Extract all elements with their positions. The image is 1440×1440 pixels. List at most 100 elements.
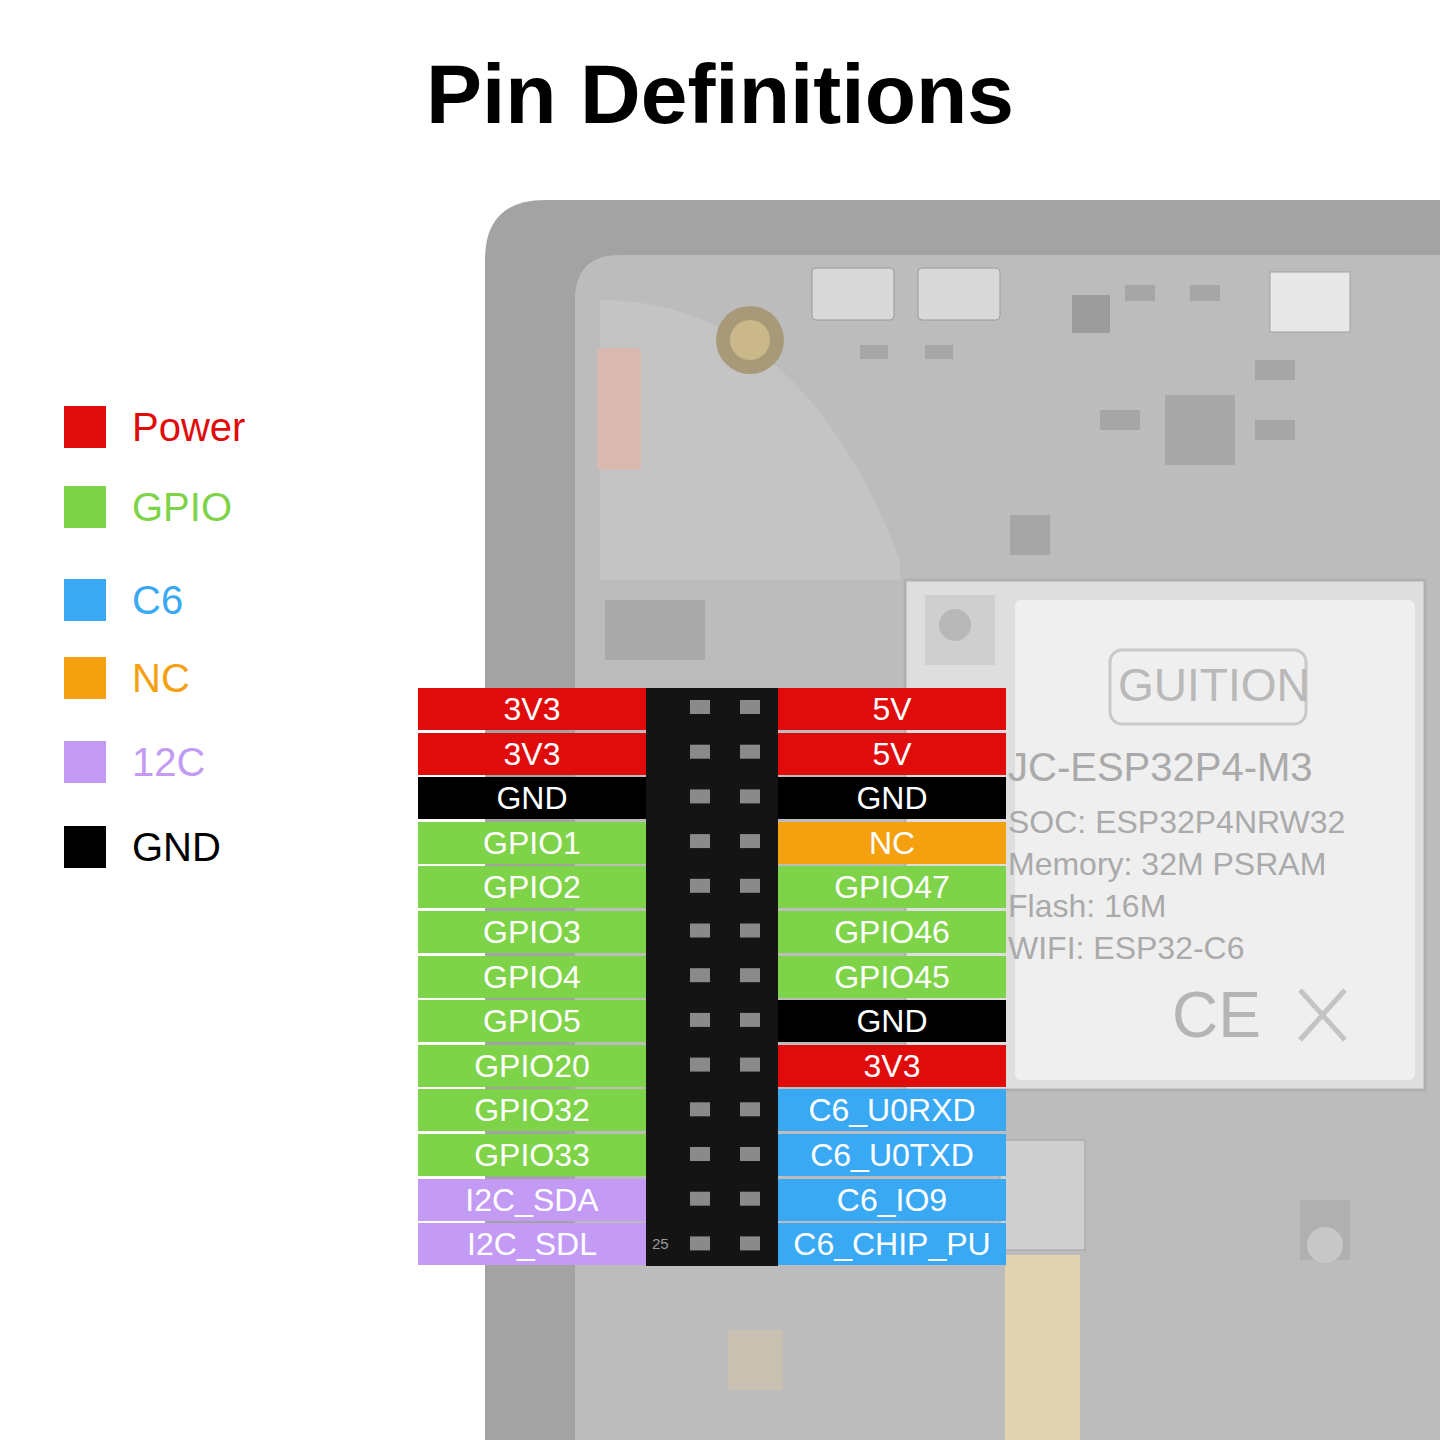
resistor-symbol [1125, 285, 1155, 301]
module-marking: GUITION [1118, 660, 1298, 711]
pin-box: 3V3 [778, 1045, 1006, 1087]
pin-box: GPIO33 [418, 1134, 646, 1176]
header-pin [740, 789, 760, 803]
pin-box: GPIO2 [418, 866, 646, 908]
pin-box: I2C_SDL [418, 1223, 646, 1265]
pin-name: GPIO3 [483, 916, 581, 948]
legend-swatch [64, 657, 106, 699]
legend-swatch [64, 579, 106, 621]
pin-name: C6_U0RXD [808, 1094, 975, 1126]
fpc-cable [1005, 1255, 1080, 1440]
pin-name: GPIO5 [483, 1005, 581, 1037]
potentiometer [1307, 1227, 1343, 1263]
header-pin [740, 968, 760, 982]
legend-text: GND [132, 825, 221, 870]
fpc-connector [1000, 1140, 1085, 1250]
pin-name: I2C_SDA [465, 1184, 598, 1216]
legend-item: GND [64, 826, 221, 868]
connector [1270, 272, 1350, 332]
pin-name: 5V [872, 693, 911, 725]
pin-name: 3V3 [864, 1050, 921, 1082]
module-marking: WIFI: ESP32-C6 [1008, 931, 1245, 966]
legend-item: Power [64, 406, 245, 448]
pin-name: GPIO45 [834, 961, 950, 993]
legend-text: C6 [132, 578, 183, 623]
header-pin [690, 789, 710, 803]
pin-box: GND [418, 777, 646, 819]
chip [1010, 515, 1050, 555]
pcb [575, 255, 1440, 1440]
pin-name: GND [856, 782, 927, 814]
pin-box: 5V [778, 688, 1006, 730]
module-marking: Memory: 32M PSRAM [1008, 847, 1326, 882]
pin-name: GPIO2 [483, 871, 581, 903]
pin-name: GPIO33 [474, 1139, 590, 1171]
header-pin [740, 700, 760, 714]
weee-symbol [1300, 990, 1345, 1040]
legend-swatch [64, 486, 106, 528]
pin-box: C6_CHIP_PU [778, 1223, 1006, 1265]
microphone [1072, 295, 1110, 333]
pin-box: 5V [778, 733, 1006, 775]
resistor-symbol [1190, 285, 1220, 301]
screw [716, 306, 784, 374]
screw-head [730, 320, 770, 360]
header-pin [690, 1013, 710, 1027]
inductor [728, 1330, 783, 1390]
pin-name: GPIO46 [834, 916, 950, 948]
header-pin [690, 1058, 710, 1072]
pin-name: C6_CHIP_PU [793, 1228, 990, 1260]
pin-box: C6_IO9 [778, 1179, 1006, 1221]
legend-swatch [64, 406, 106, 448]
legend-item: GPIO [64, 486, 232, 528]
pin-name: GND [856, 1005, 927, 1037]
pin-name: I2C_SDL [467, 1228, 597, 1260]
pin-box: 3V3 [418, 733, 646, 775]
header-pin [690, 1192, 710, 1206]
connector [605, 600, 705, 660]
pin-name: GPIO20 [474, 1050, 590, 1082]
antenna-chip [597, 348, 641, 470]
header-pin [690, 924, 710, 938]
pin-name: GND [496, 782, 567, 814]
legend-swatch [64, 826, 106, 868]
capacitor-symbol [1255, 420, 1295, 440]
legend-swatch [64, 741, 106, 783]
header-pin [740, 1147, 760, 1161]
resistor-symbol [860, 345, 888, 359]
title: Pin Definitions [0, 44, 1440, 144]
pin-name: GPIO4 [483, 961, 581, 993]
header-pin [690, 968, 710, 982]
pin-name: GPIO32 [474, 1094, 590, 1126]
pin-box: GND [778, 1000, 1006, 1042]
pin-name: C6_U0TXD [810, 1139, 974, 1171]
pin-name: NC [869, 827, 915, 859]
header-pin [690, 745, 710, 759]
pin-name: GPIO1 [483, 827, 581, 859]
module-marking: CE [1172, 980, 1261, 1050]
button [812, 268, 894, 320]
header-pin [690, 1236, 710, 1250]
legend-text: Power [132, 405, 245, 450]
pin-name: 5V [872, 738, 911, 770]
resistor-symbol [925, 345, 953, 359]
pin-box: GPIO5 [418, 1000, 646, 1042]
module-marking: SOC: ESP32P4NRW32 [1008, 805, 1345, 840]
pin-name: GPIO47 [834, 871, 950, 903]
header-pin [740, 745, 760, 759]
pin-box: 3V3 [418, 688, 646, 730]
pin-box: GPIO4 [418, 956, 646, 998]
legend-item: 12C [64, 741, 205, 783]
button [918, 268, 1000, 320]
legend-text: NC [132, 656, 190, 701]
module-marking: Flash: 16M [1008, 889, 1166, 924]
pin-number: 25 [652, 1236, 669, 1253]
header-pin [740, 1192, 760, 1206]
header-pin [740, 1236, 760, 1250]
pin-name: C6_IO9 [837, 1184, 947, 1216]
logo-box [1110, 650, 1306, 724]
legend-text: GPIO [132, 485, 232, 530]
module-marking: JC-ESP32P4-M3 [1008, 745, 1313, 789]
